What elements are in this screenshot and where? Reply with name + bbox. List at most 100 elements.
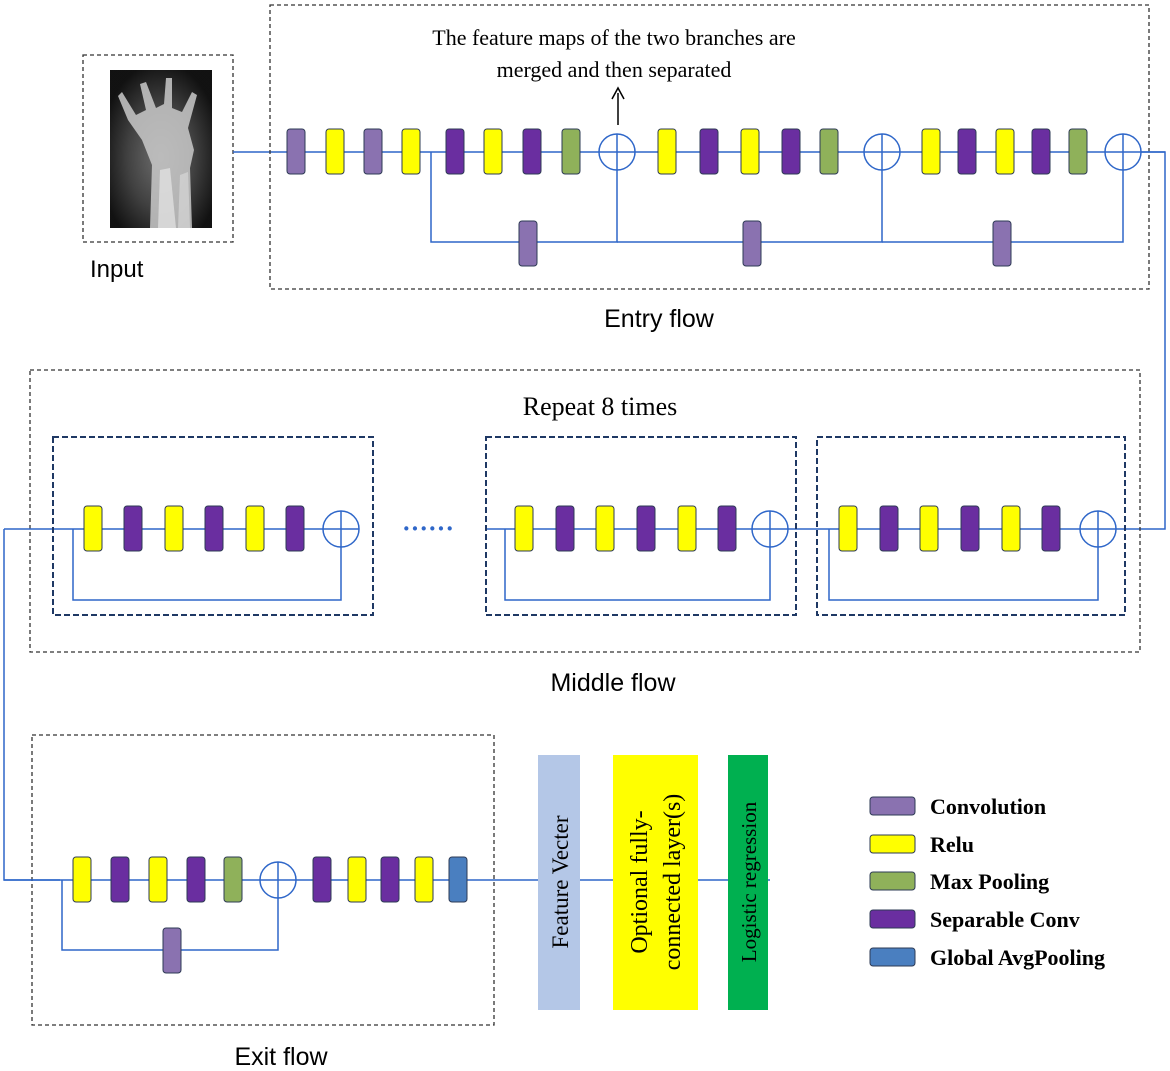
add-node [1104,133,1142,171]
legend-label-separable-conv: Separable Conv [930,907,1080,932]
legend: Convolution Relu Max Pooling Separable C… [869,794,1105,970]
layer-convolution [162,927,182,974]
middle-block-1-layers [83,505,305,552]
optional-fc-label-line1: Optional fully- [627,810,653,953]
middle-shortcut-wire [504,529,771,601]
entry-main-blocks [286,128,1088,175]
middle-shortcut-wire [828,529,1099,601]
optional-fc-label-line2: connected layer(s) [660,794,686,971]
layer-relu [514,505,534,552]
entry-to-middle-wire [1125,151,1166,530]
middle-block-frame [816,436,1126,616]
exit-main-blocks [72,856,468,903]
layer-relu [919,505,939,552]
logistic-regression-bar [728,755,768,1010]
add-node [598,133,636,171]
layer-separable-conv [110,856,130,903]
legend-label-max-pooling: Max Pooling [930,869,1049,894]
layer-convolution [992,220,1012,267]
entry-flow-label: Entry flow [604,305,715,333]
layer-relu [401,128,421,175]
layer-relu [414,856,434,903]
layer-separable-conv [1031,128,1051,175]
middle-flow-frame [29,369,1141,653]
layer-relu [995,128,1015,175]
layer-relu [245,505,265,552]
entry-shortcut-blocks [518,220,1012,267]
layer-relu [483,128,503,175]
ellipsis: ······ [402,514,454,543]
feature-vector-label: Feature Vecter [548,815,573,948]
wrist-xray-image [110,70,212,228]
layer-relu [72,856,92,903]
layer-max-pooling [1068,128,1088,175]
legend-label-convolution: Convolution [930,794,1046,819]
layer-relu [347,856,367,903]
middle-block-3-layers [838,505,1061,552]
layer-separable-conv [1041,505,1061,552]
layer-separable-conv [957,128,977,175]
layer-separable-conv [123,505,143,552]
layer-convolution [742,220,762,267]
layer-relu [657,128,677,175]
legend-swatch-separable-conv [869,909,916,929]
layer-relu [1001,505,1021,552]
layer-relu [148,856,168,903]
layer-separable-conv [960,505,980,552]
layer-separable-conv [636,505,656,552]
add-node [322,510,360,548]
layer-convolution [518,220,538,267]
layer-convolution [286,128,306,175]
layer-separable-conv [445,128,465,175]
layer-separable-conv [699,128,719,175]
add-node [863,133,901,171]
middle-block-frame [52,436,374,616]
layer-relu [921,128,941,175]
layer-separable-conv [312,856,332,903]
middle-block-2-layers [514,505,737,552]
layer-separable-conv [781,128,801,175]
merge-annotation-line1: The feature maps of the two branches are [432,25,795,50]
layer-relu [677,505,697,552]
layer-relu [83,505,103,552]
legend-swatch-max-pooling [869,871,916,891]
optional-fc-bar [613,755,698,1010]
feature-vector-bar [538,755,580,1010]
layer-separable-conv [285,505,305,552]
layer-separable-conv [522,128,542,175]
add-node [1079,510,1117,548]
input-label: Input [90,256,144,283]
legend-swatch-global-avg-pooling [869,947,916,967]
layer-relu [838,505,858,552]
middle-block-frame [485,436,797,616]
middle-to-exit-wire [3,529,60,881]
layer-separable-conv [555,505,575,552]
layer-separable-conv [204,505,224,552]
layer-convolution [363,128,383,175]
middle-shortcut-wire [72,529,342,601]
logistic-regression-label: Logistic regression [737,801,761,962]
legend-swatch-relu [869,834,916,854]
legend-label-global-avg-pooling: Global AvgPooling [930,945,1105,970]
layer-separable-conv [380,856,400,903]
repeat-label: Repeat 8 times [523,392,678,421]
merge-annotation-line2: merged and then separated [497,57,732,82]
layer-relu [325,128,345,175]
layer-global-avg-pooling [448,856,468,903]
entry-flow-frame [269,4,1150,290]
layer-relu [595,505,615,552]
layer-relu [740,128,760,175]
layer-relu [164,505,184,552]
layer-max-pooling [819,128,839,175]
legend-swatch-convolution [869,796,916,816]
add-node [259,861,297,899]
layer-separable-conv [717,505,737,552]
exit-flow-label: Exit flow [234,1043,328,1071]
layer-max-pooling [561,128,581,175]
layer-separable-conv [879,505,899,552]
annotation-arrow [611,86,625,125]
add-node [751,510,789,548]
middle-flow-label: Middle flow [550,669,676,697]
layer-max-pooling [223,856,243,903]
